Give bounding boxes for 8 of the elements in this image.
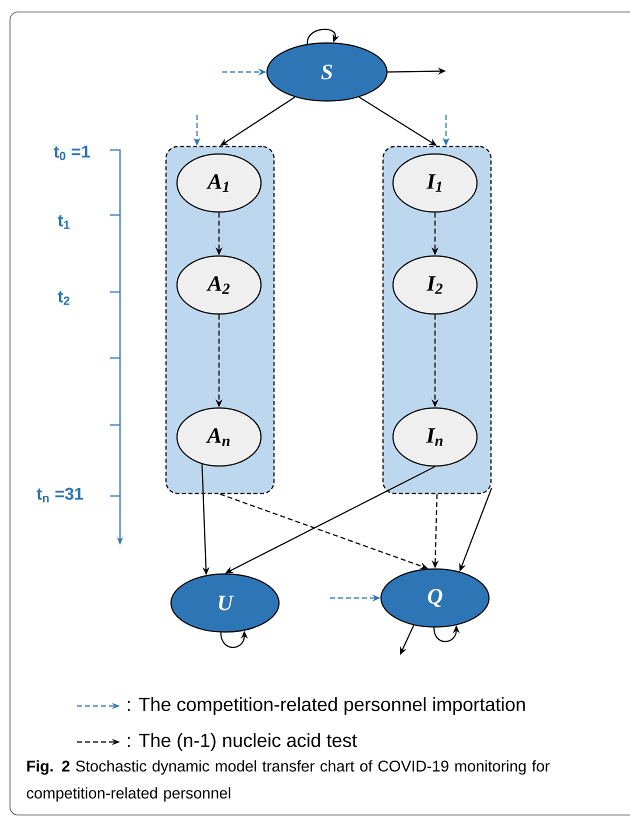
time-label: t$_{0}$ =1 (54, 146, 90, 160)
arrow (306, 28, 340, 44)
time-label: t$_{1}$ (58, 215, 70, 229)
time-label: t$_{n}$ =31 (36, 488, 84, 502)
legend-text: : The competition-related personnel importation (128, 697, 525, 715)
legend-text: : The (n-1) nucleic acid test (128, 733, 357, 751)
time-label: t$_{2}$ (58, 291, 70, 305)
caption: Fig. 2 Stochastic dynamic model transfer chart of COVID-19 monitoring for competition-related personnel (26, 760, 550, 802)
